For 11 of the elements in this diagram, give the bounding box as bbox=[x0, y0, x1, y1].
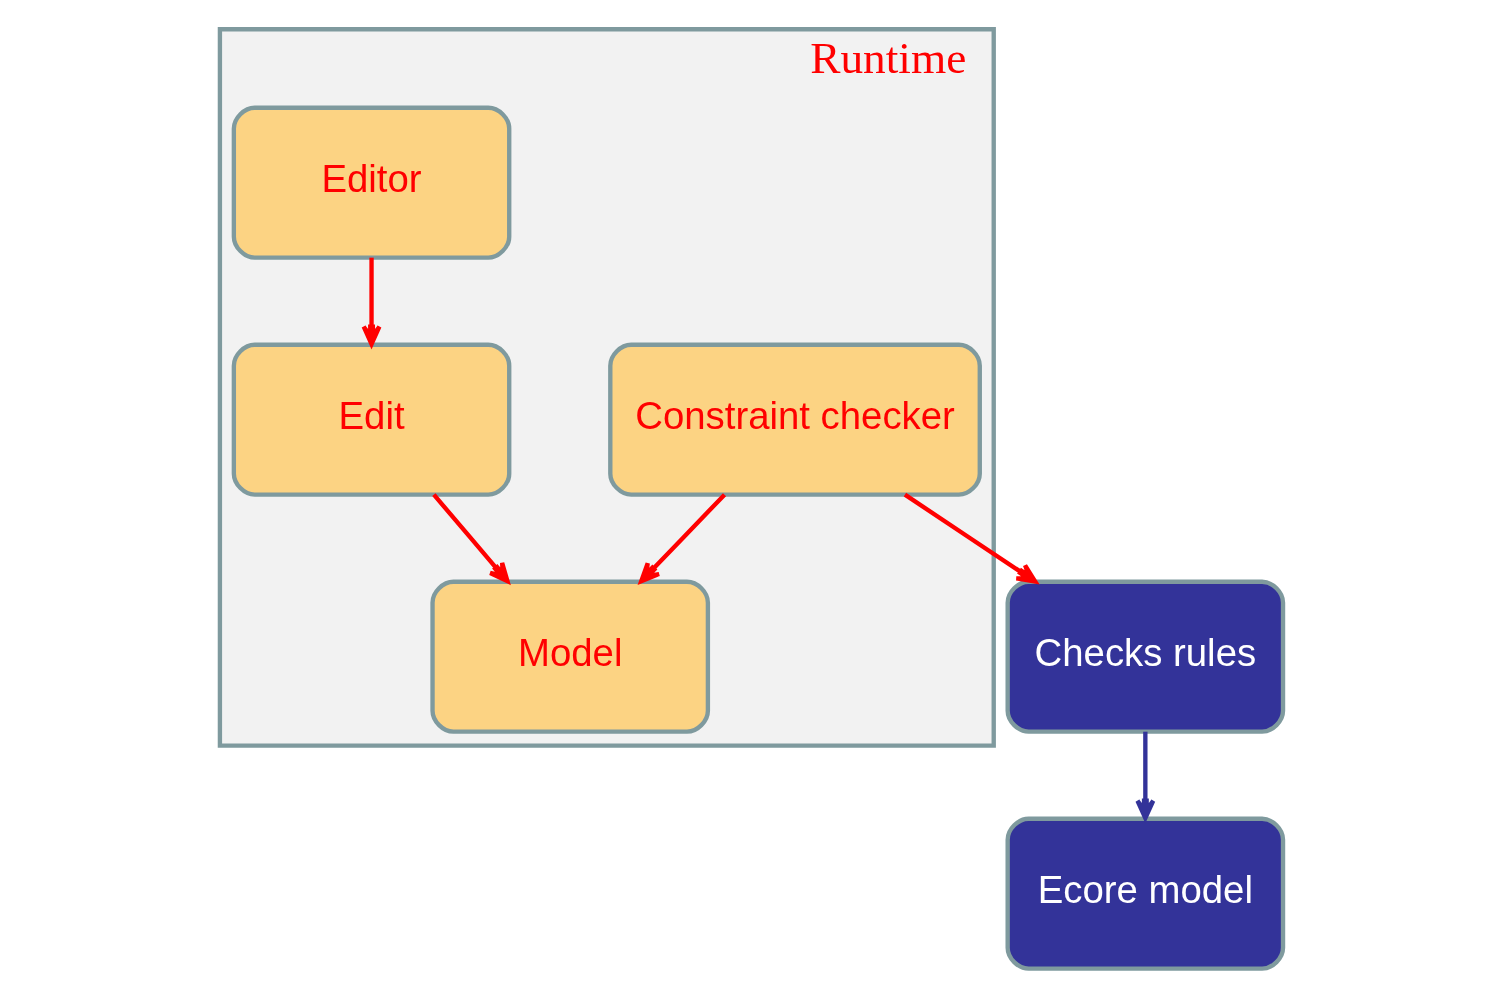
node-box: Edit bbox=[231, 342, 512, 497]
arrow bbox=[639, 493, 727, 584]
node-box: Constraint checker bbox=[608, 342, 982, 497]
node-box: Ecore model bbox=[1005, 816, 1286, 971]
node-box: Editor bbox=[231, 105, 512, 260]
arrow bbox=[432, 493, 510, 584]
node-box: Checks rules bbox=[1005, 579, 1286, 734]
arrow bbox=[903, 492, 1038, 584]
node-box: Model bbox=[430, 579, 711, 734]
arrow bbox=[361, 257, 382, 347]
arrow bbox=[1135, 731, 1156, 821]
